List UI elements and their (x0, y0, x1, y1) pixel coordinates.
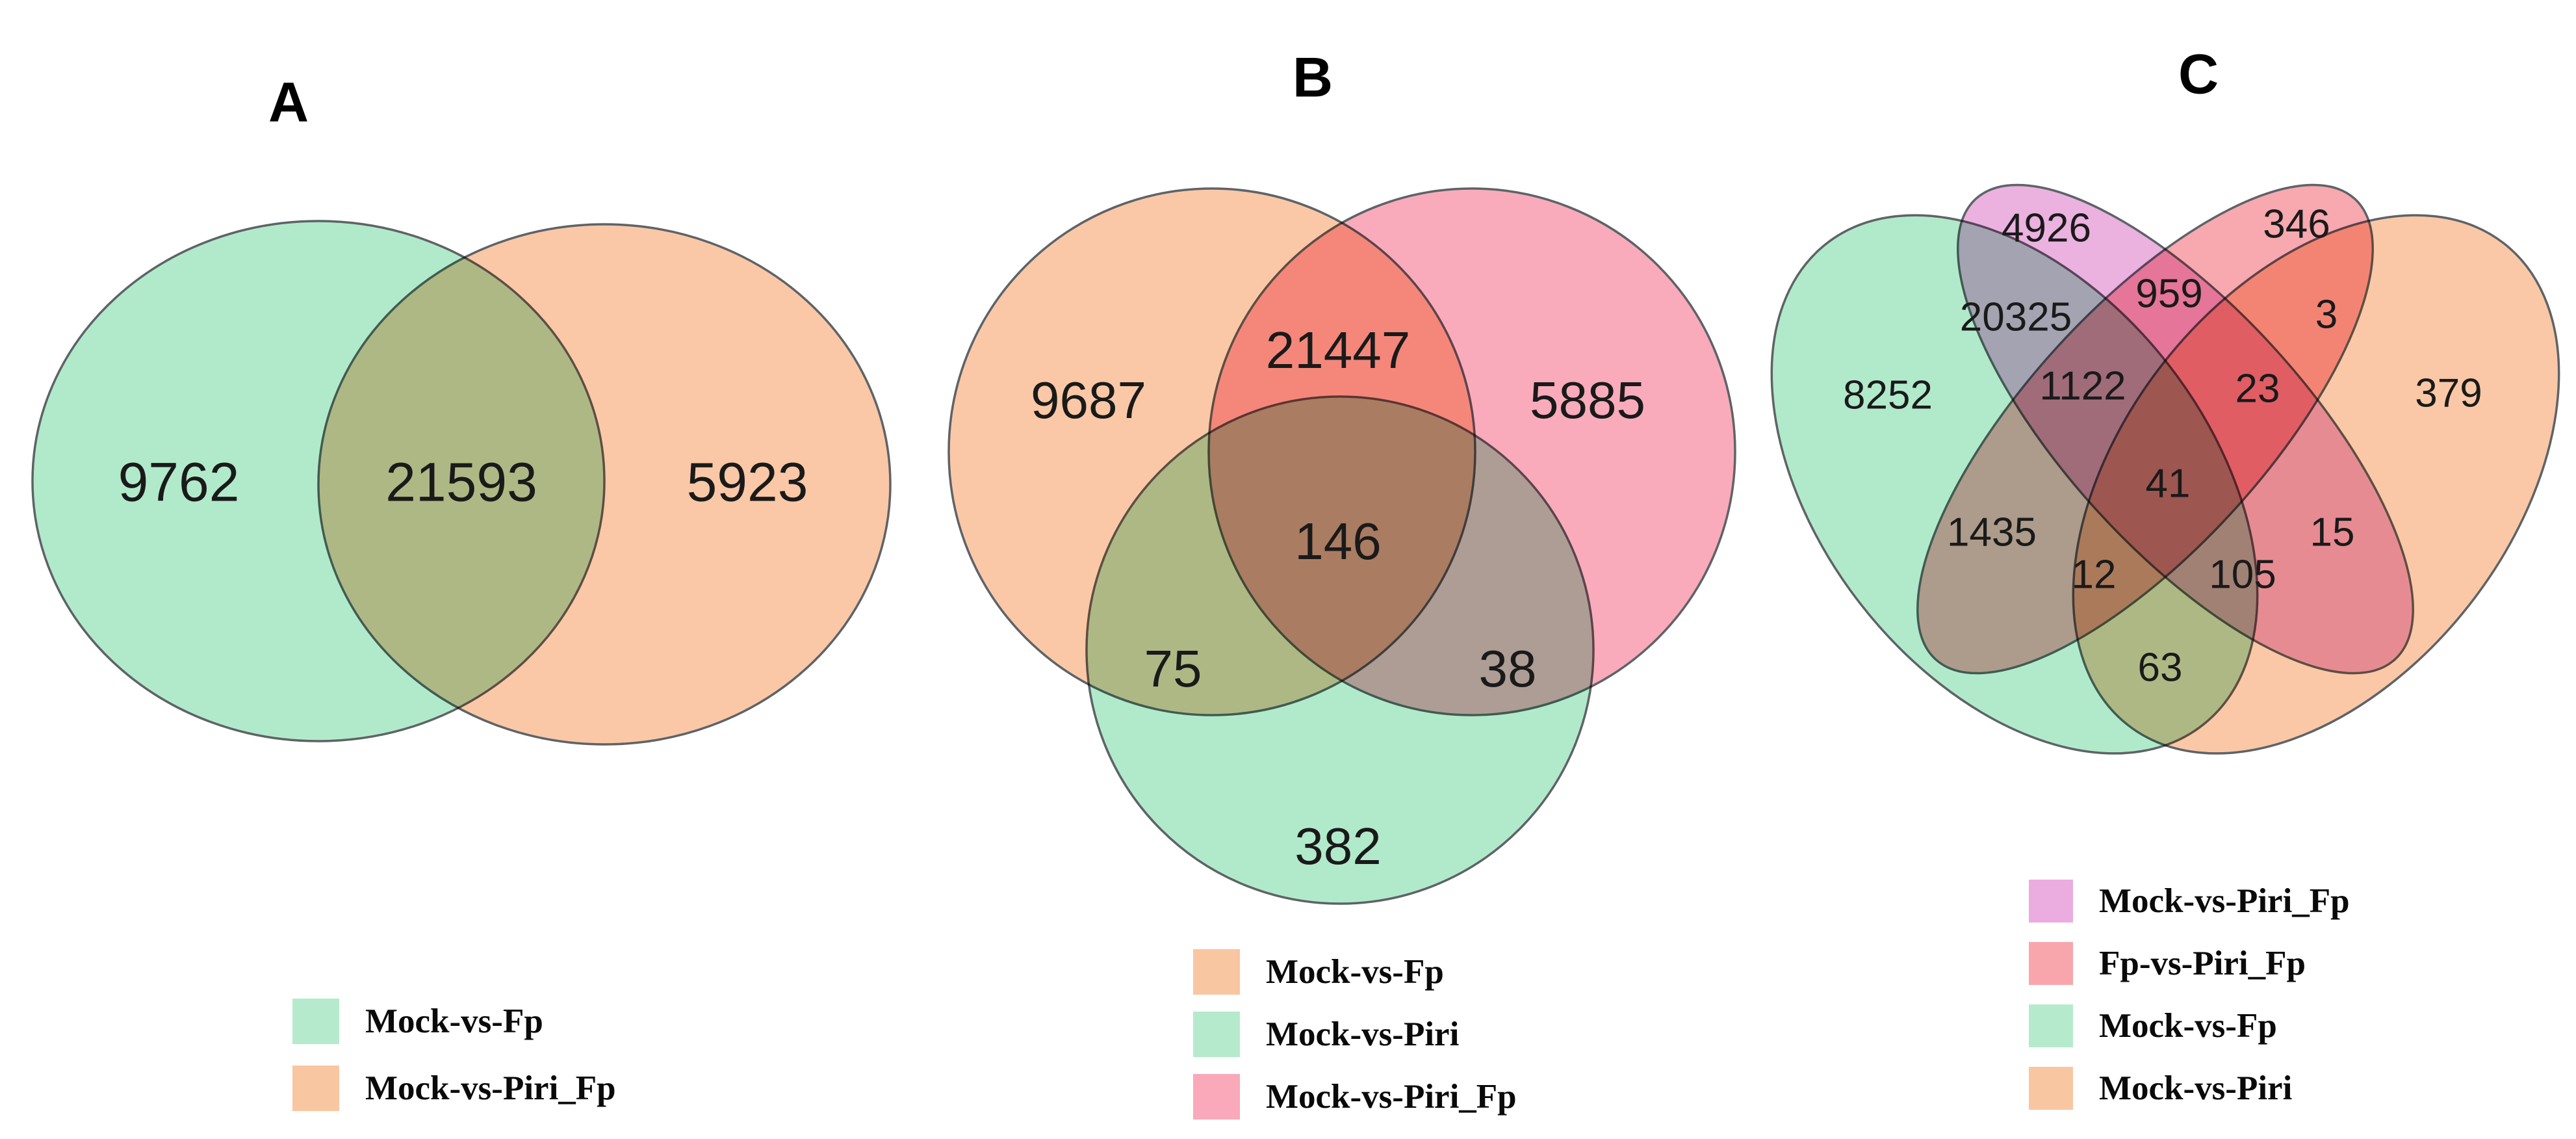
venn-count-label: 959 (2135, 271, 2203, 317)
venn-count-label: 15 (2310, 510, 2355, 555)
legend-label: Fp-vs-Piri_Fp (2099, 945, 2306, 982)
legend-label: Mock-vs-Fp (2099, 1007, 2277, 1045)
venn-count-label: 9762 (118, 451, 240, 513)
venn-count-label: 21447 (1265, 321, 1411, 379)
venn-count-label: 5885 (1530, 371, 1645, 429)
venn-count-label: 146 (1294, 512, 1382, 570)
legend-item: Mock-vs-Fp (292, 999, 616, 1044)
set-ellipse-a-mock-vs-piri-fp (317, 223, 892, 746)
venn-count-label: 8252 (1843, 373, 1933, 418)
panel-c-title: C (2178, 43, 2219, 106)
legend-panel-a: Mock-vs-Fp Mock-vs-Piri_Fp (292, 999, 616, 1132)
legend-swatch-mock-vs-piri (1193, 1012, 1240, 1057)
legend-label: Mock-vs-Piri_Fp (1266, 1078, 1517, 1116)
venn-a (31, 220, 892, 746)
venn-count-label: 1122 (2039, 363, 2126, 409)
venn-count-label: 23 (2235, 366, 2280, 412)
legend-item: Mock-vs-Piri (2029, 1067, 2350, 1110)
venn-count-label: 75 (1144, 640, 1202, 698)
legend-label: Mock-vs-Piri (2099, 1069, 2293, 1107)
legend-item: Fp-vs-Piri_Fp (2029, 942, 2350, 985)
venn-count-label: 9687 (1031, 371, 1146, 429)
venn-count-label: 21593 (385, 451, 537, 513)
legend-panel-b: Mock-vs-Fp Mock-vs-Piri Mock-vs-Piri_Fp (1193, 949, 1517, 1136)
legend-swatch-mock-vs-piri-fp (2029, 880, 2073, 923)
venn-count-label: 1435 (1947, 510, 2037, 555)
legend-swatch-mock-vs-piri-fp (1193, 1074, 1240, 1119)
venn-count-label: 4926 (2002, 205, 2091, 251)
legend-label: Mock-vs-Piri_Fp (2099, 882, 2350, 920)
panel-a-title: A (268, 71, 309, 134)
legend-swatch-fp-vs-piri-fp (2029, 942, 2073, 985)
venn-count-label: 63 (2137, 645, 2183, 690)
legend-label: Mock-vs-Fp (1266, 953, 1444, 991)
legend-panel-c: Mock-vs-Piri_Fp Fp-vs-Piri_Fp Mock-vs-Fp… (2029, 880, 2350, 1129)
legend-item: Mock-vs-Fp (2029, 1004, 2350, 1047)
legend-label: Mock-vs-Piri_Fp (365, 1069, 616, 1107)
venn-b (947, 187, 1736, 905)
venn-count-label: 41 (2145, 461, 2191, 506)
venn-count-label: 12 (2071, 552, 2117, 597)
legend-label: Mock-vs-Piri (1266, 1015, 1460, 1053)
venn-count-label: 346 (2263, 202, 2330, 247)
legend-item: Mock-vs-Piri_Fp (1193, 1074, 1517, 1119)
venn-count-label: 3 (2315, 292, 2338, 337)
legend-swatch-mock-vs-piri-fp (292, 1066, 339, 1111)
legend-item: Mock-vs-Fp (1193, 949, 1517, 995)
set-circle-b-mock-vs-fp (947, 187, 1476, 716)
venn-count-label: 5923 (686, 451, 808, 513)
venn-count-label: 20325 (1959, 295, 2072, 340)
legend-swatch-mock-vs-fp (1193, 949, 1240, 995)
venn-count-label: 379 (2415, 371, 2482, 416)
legend-label: Mock-vs-Fp (365, 1002, 543, 1040)
legend-item: Mock-vs-Piri_Fp (2029, 880, 2350, 923)
panel-b-title: B (1292, 46, 1333, 109)
legend-item: Mock-vs-Piri (1193, 1012, 1517, 1057)
legend-item: Mock-vs-Piri_Fp (292, 1066, 616, 1111)
legend-swatch-mock-vs-fp (292, 999, 339, 1044)
venn-count-label: 38 (1478, 640, 1537, 698)
venn-count-label: 382 (1294, 817, 1382, 875)
venn-c (1770, 183, 2560, 755)
venn-count-label: 105 (2209, 552, 2276, 597)
set-ellipse-c-mock-vs-piri (2072, 214, 2560, 755)
legend-swatch-mock-vs-piri (2029, 1067, 2073, 1110)
legend-swatch-mock-vs-fp (2029, 1004, 2073, 1047)
